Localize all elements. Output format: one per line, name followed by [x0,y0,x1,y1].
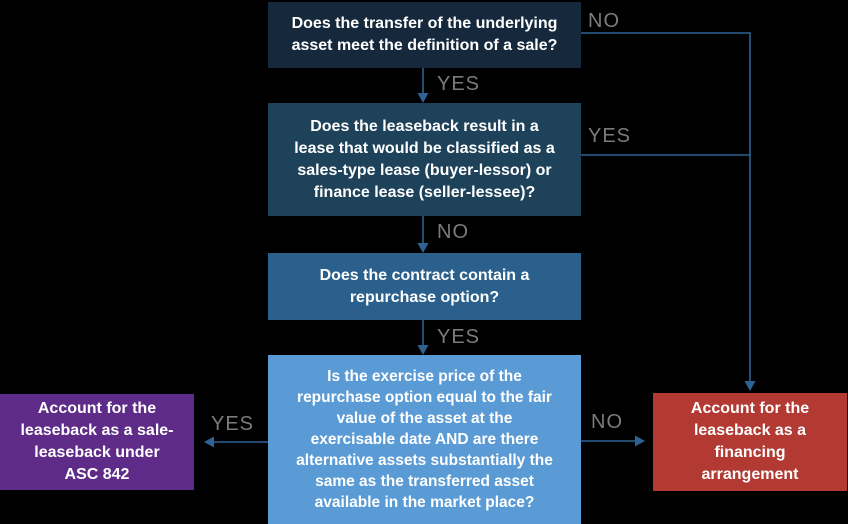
outcome-box-sale-leaseback-text: Account for the leaseback as a sale- lea… [20,400,174,483]
decision-box-exercise-price-text: Is the exercise price of the repurchase … [296,368,553,511]
decision-box-exercise-price: Is the exercise price of the repurchase … [268,355,581,524]
decision-box-leaseback-classification: Does the leaseback result in a lease tha… [268,103,581,216]
edge-label-q3-yes: YES [437,326,481,348]
edge-label-q2-no: NO [437,221,469,243]
connector-q4-yes-arrowhead [204,436,214,448]
outcome-box-sale-leaseback: Account for the leaseback as a sale- lea… [0,394,194,490]
edge-label-q1-no: NO [588,10,620,32]
connector-q3-yes-arrowhead [417,345,429,355]
connector-q1-no-line [581,32,751,381]
outcome-box-financing-arrangement: Account for the leaseback as a financing… [653,393,847,491]
edge-label-q2-yes: YES [588,125,632,147]
connector-q2-no-arrowhead [417,243,429,253]
decision-box-transfer-sale-text: Does the transfer of the underlying asse… [291,15,558,54]
decision-box-repurchase-option: Does the contract contain a repurchase o… [268,253,581,320]
decision-box-repurchase-option-text: Does the contract contain a repurchase o… [319,266,530,306]
connector-q4-no-arrowhead [635,435,645,447]
edge-label-q4-yes: YES [211,413,255,435]
edge-label-q4-no: NO [591,411,623,433]
edge-label-q1-yes: YES [437,73,481,95]
decision-box-transfer-sale: Does the transfer of the underlying asse… [268,2,581,68]
outcome-box-financing-arrangement-text: Account for the leaseback as a financing… [690,400,810,483]
connector-q1-yes-arrowhead [417,93,429,103]
connector-q1-no-arrowhead [744,381,756,391]
decision-box-leaseback-classification-text: Does the leaseback result in a lease tha… [294,117,555,201]
